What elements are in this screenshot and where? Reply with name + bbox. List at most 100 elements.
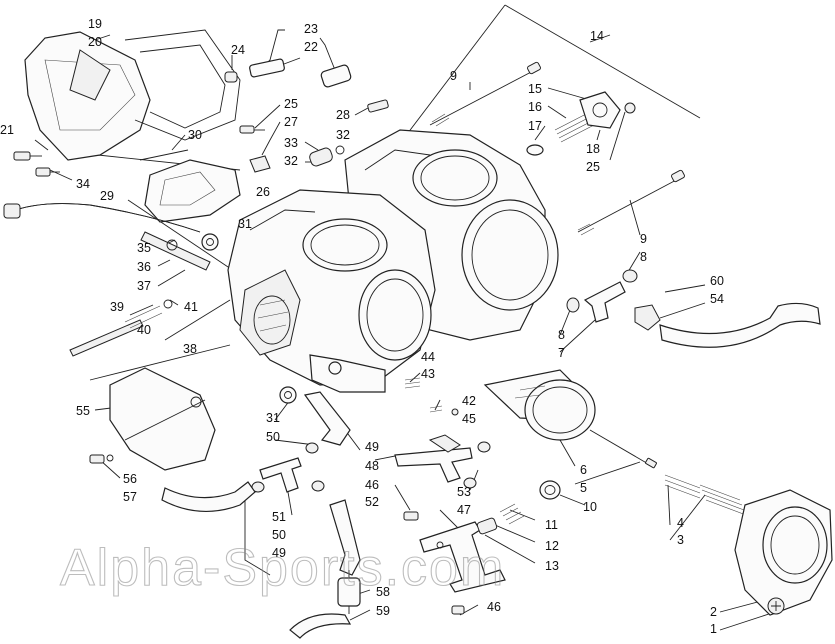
callout-label: 50 [266,430,280,444]
callout-label: 54 [710,292,724,306]
callout-label: 48 [365,459,379,473]
screw-56-part [89,454,114,464]
screw-21-part [13,151,42,161]
callout-label: 37 [137,279,151,293]
callout-label: 3 [677,533,684,547]
callout-label: 17 [528,119,542,133]
fitting-23-part [249,57,301,78]
callout-label: 43 [421,367,435,381]
cover-3-part [734,489,833,616]
cable-part [3,203,201,233]
adjuster-35-part [140,231,211,271]
callout-label: 21 [0,123,14,137]
screw-1-part [767,597,785,615]
callout-label: 59 [376,604,390,618]
parts [3,29,833,639]
cap-24-part [224,71,238,83]
callout-label: 25 [586,160,600,174]
callout-label: 12 [545,539,559,553]
top-cover-part [24,29,241,161]
tee-fitting-7-part [566,269,638,323]
callout-label: 26 [256,185,270,199]
callout-label: 49 [272,546,286,560]
callout-label: 5 [580,481,587,495]
screw-46-lower-part [451,605,465,615]
callout-label: 4 [677,516,684,530]
seat-10-part [539,480,561,500]
callout-label: 50 [272,528,286,542]
callout-label: 31 [266,411,280,425]
callout-label: 46 [487,600,501,614]
callout-label: 42 [462,394,476,408]
callout-label: 53 [457,485,471,499]
callout-label: 60 [710,274,724,288]
callout-label: 52 [365,495,379,509]
callout-label: 44 [421,350,435,364]
nut-31-lower-part [279,386,297,404]
hose-52-part [329,499,361,576]
callout-label: 38 [183,342,197,356]
washer-17-part [526,144,544,156]
callout-label: 19 [88,17,102,31]
block-29-part [144,159,241,223]
tee-51-part [251,442,325,493]
callout-label: 23 [304,22,318,36]
callout-label: 28 [336,108,350,122]
callout-label: 30 [188,128,202,142]
callout-label: 40 [137,323,151,337]
callout-label: 1 [710,622,717,636]
valve-12-part [476,517,498,535]
callout-label: 41 [184,300,198,314]
callout-label: 45 [462,412,476,426]
callout-label: 24 [231,43,245,57]
callout-label: 29 [100,189,114,203]
callout-label: 14 [590,29,604,43]
callout-label: 10 [583,500,597,514]
callout-label: 16 [528,100,542,114]
callout-labels: 1 2 3 4 5 6 7 8 8 9 9 10 11 12 13 14 15 … [0,17,724,636]
callout-label: 9 [640,232,647,246]
callout-label: 20 [88,35,102,49]
callout-label: 33 [284,136,298,150]
clip-26-part [249,155,271,173]
callout-label: 27 [284,115,298,129]
callout-label: 49 [365,440,379,454]
callout-label: 15 [528,82,542,96]
callout-label: 35 [137,241,151,255]
callout-label: 8 [640,250,647,264]
callout-label: 36 [137,260,151,274]
hose-49-upper-part [303,391,351,446]
pin-30-part [139,149,189,161]
hose-59-part [289,613,352,639]
fuel-tee-48-part [394,434,491,489]
air-horn-6-part [483,369,596,441]
spring-11-part [499,503,525,525]
hose-54-part [634,302,821,348]
spring-16-part [554,111,597,143]
callout-label: 39 [110,300,124,314]
fitting-22-part [320,64,352,88]
callout-label: 47 [457,503,471,517]
callout-label: 57 [123,490,137,504]
callout-label: 2 [710,605,717,619]
callout-label: 8 [558,328,565,342]
callout-label: 13 [545,559,559,573]
screw-25-part [239,125,265,134]
watermark: Alpha-Sports.com [60,539,505,597]
bolt-9-top-part [429,61,541,127]
callout-label: 31 [238,217,252,231]
sleeve-33-part [309,145,345,167]
callout-label: 6 [580,463,587,477]
needle-5-part [589,429,657,469]
screw-28-part [367,99,389,113]
callout-label: 51 [272,510,286,524]
callout-label: 58 [376,585,390,599]
screw-18-part [624,102,636,114]
pilot-screw-part [69,299,173,357]
jet-45-part [451,408,459,416]
filter-58-part [337,570,361,614]
cover-55-part [109,367,216,471]
callout-label: 56 [123,472,137,486]
